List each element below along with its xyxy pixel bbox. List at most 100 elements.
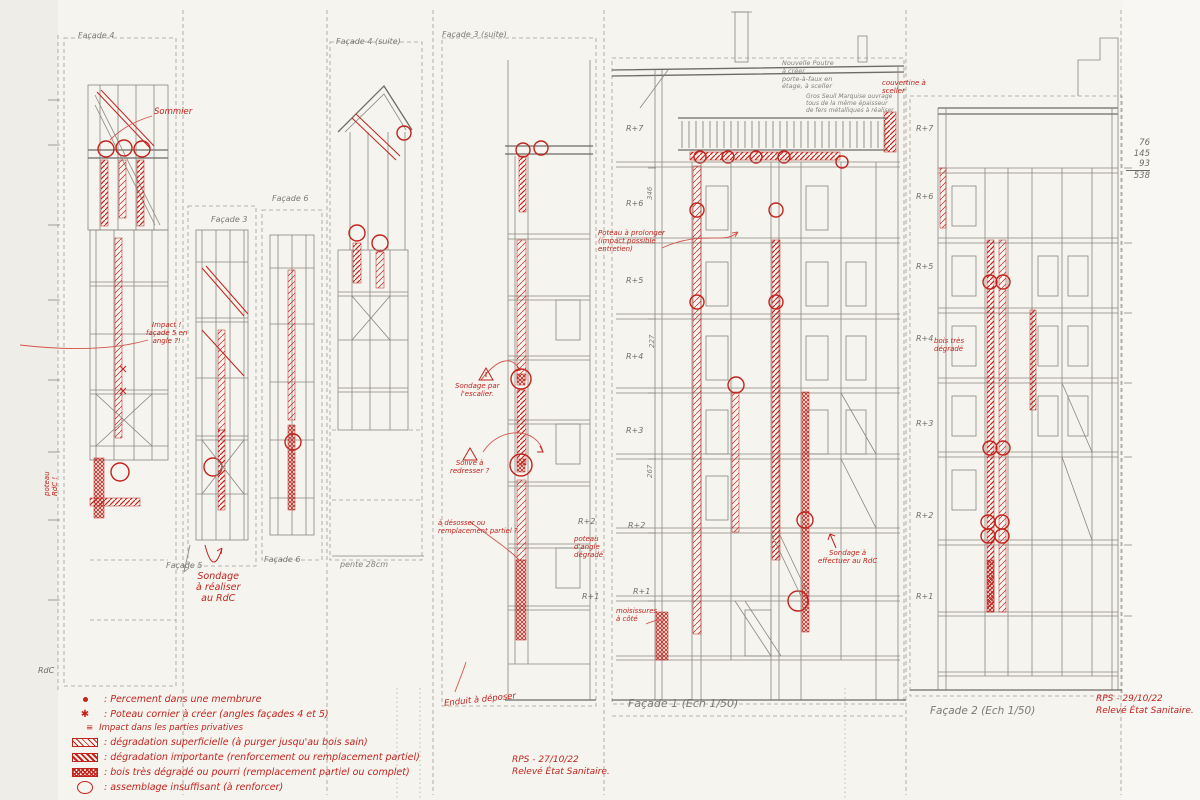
level-label: R+7 (626, 124, 644, 133)
legend-label: : bois très dégradé ou pourri (remplacem… (104, 766, 410, 778)
facade-4-suite-drawing (329, 41, 424, 561)
facade-6-drawing (261, 209, 323, 561)
annotation-line: à côté (616, 614, 638, 623)
asterisk-symbol: ✱ (80, 708, 90, 720)
facade-4-title: Façade 4 (78, 31, 115, 40)
legend-item-degradation-superficielle: : dégradation superficielle (à purger ju… (72, 735, 420, 749)
annotation-sommier: Sommier (154, 107, 193, 118)
annotation-couvertine: couvertine à sceller (882, 79, 926, 96)
stamp-line: Relevé État Sanitaire. (1096, 705, 1194, 716)
annotation-bois-degrade: bois très dégradé (934, 337, 965, 354)
legend-item-bois-degrade: : bois très dégradé ou pourri (remplacem… (72, 765, 420, 779)
facade-2-title: Façade 2 (Ech 1/50) (930, 705, 1036, 717)
note-line: de fers métalliques à réaliser (806, 107, 894, 115)
annotation-line: RdC ! (50, 476, 59, 496)
annotation-impact-angle: Impact ! façade 5 en angle ?! (146, 321, 188, 346)
stamp-line: RPS - 29/10/22 (1096, 694, 1163, 704)
legend-label: : assemblage insuffisant (à renforcer) (104, 781, 284, 793)
legend-item-poteau-cornier: ✱ : Poteau cornier à créer (angles façad… (72, 707, 420, 721)
annotation-line: Impact ! (152, 321, 182, 329)
annotation-line: Poteau à prolonger (598, 229, 665, 237)
legend-item-degradation-importante: : dégradation importante (renforcement o… (72, 750, 420, 764)
note-line: à créer (782, 66, 805, 75)
annotation-line: façade 5 en (146, 328, 188, 337)
pencil-note-poutre: Nouvelle Poutre à créer porte-à-faux en … (782, 59, 834, 91)
calc-line: 538 (1133, 170, 1150, 181)
level-label: R+1 (916, 592, 934, 601)
annotation-line: Sondage à (829, 549, 867, 557)
facade-1-title: Façade 1 (Ech 1/50) (628, 697, 739, 710)
triple-bar-symbol: ≡ (86, 723, 94, 733)
calc-line: 93 (1126, 159, 1150, 171)
note-line: tous de la même épaisseur (806, 100, 888, 108)
level-label-rdc: RdC (38, 666, 55, 675)
annotation-line: redresser ? (450, 466, 490, 475)
facade-2-drawing (909, 37, 1132, 697)
note-line: étage, à sceller (782, 82, 833, 91)
annotation-line: dégradé (574, 550, 604, 559)
dot-symbol (72, 696, 98, 702)
facade-3-suite-drawing (441, 37, 597, 707)
annotation-line: à désosser ou (438, 519, 486, 527)
legend-label: : dégradation importante (renforcement o… (104, 751, 420, 763)
hatch-dense-swatch (72, 767, 98, 777)
annotation-line: dégradé (934, 344, 964, 353)
legend-item-percement: : Percement dans une membrure (72, 692, 420, 706)
level-label: R+3 (626, 426, 644, 435)
level-label: R+5 (916, 262, 934, 271)
level-label: R+2 (628, 521, 646, 530)
pencil-note-pente: pente 28cm (340, 560, 389, 569)
level-label: R+4 (626, 352, 644, 361)
legend-label: : Percement dans une membrure (104, 693, 262, 705)
legend-label: : Poteau cornier à créer (angles façades… (104, 708, 329, 720)
annotation-sondage-escalier: Sondage par l'escalier. (455, 382, 500, 399)
legend-label: : dégradation superficielle (à purger ju… (104, 736, 368, 748)
level-label: R+2 (916, 511, 934, 520)
facade-3-drawing (183, 205, 257, 573)
dimension-label: 267 (646, 464, 654, 478)
annotation-poteau-prolonger: Poteau à prolonger (impact possible entr… (598, 229, 665, 254)
facade-4-suite-title: Façade 4 (suite) (336, 37, 401, 46)
annotation-sondage-rdc-left: Sondage à réaliser au RdC (196, 571, 240, 604)
annotation-poteau-angle: poteau d'angle dégradé (574, 535, 604, 560)
hatch-light-swatch (72, 737, 98, 747)
note-line: Gros Seuil Marquise ouvrage (806, 93, 893, 100)
facade-4-drawing (48, 37, 177, 687)
annotation-line: Solive à (455, 459, 484, 467)
legend-label: Impact dans les parties privatives (99, 723, 244, 733)
calc-line: 76 (1139, 138, 1150, 148)
level-label: R+6 (916, 192, 934, 201)
annotation-line: Sondage (197, 571, 239, 582)
annotation-poteau-rdc: poteau RdC ! (43, 471, 60, 496)
level-label: R+2 (578, 517, 596, 526)
note-line: Nouvelle Poutre (782, 59, 834, 67)
annotation-line: l'escalier. (460, 389, 494, 398)
annotation-desosser: à désosser ou remplacement partiel ? (438, 519, 518, 535)
legend-item-assemblage: : assemblage insuffisant (à renforcer) (72, 780, 420, 794)
level-label: R+1 (582, 592, 600, 601)
annotation-line: au RdC (201, 592, 236, 604)
balustrade (678, 120, 888, 148)
annotation-solive: Solive à redresser ? (450, 459, 490, 476)
annotation-line: bois très (934, 337, 965, 345)
facade-5-title: Façade 5 (166, 561, 203, 570)
facade-3-title: Façade 3 (211, 215, 248, 224)
level-label: R+7 (916, 124, 934, 133)
stamp-line: Relevé État Sanitaire. (512, 766, 610, 777)
facade-3-suite-title: Façade 3 (suite) (442, 30, 507, 39)
annotation-line: entretien) (598, 244, 633, 253)
annotation-line: angle ?! (152, 336, 181, 345)
level-label: R+4 (916, 334, 934, 343)
pencil-calc: 76 145 93 538 (1126, 138, 1150, 182)
red-leaders (19, 115, 837, 625)
annotation-line: Sommier (154, 107, 193, 117)
hatch-medium-swatch (72, 752, 98, 762)
scan-seams (57, 10, 1122, 798)
annotation-line: (impact possible (598, 236, 656, 245)
facade-6-title-top: Façade 6 (272, 194, 309, 203)
annotation-line: d'angle (574, 542, 600, 551)
pencil-note-seuil: Gros Seuil Marquise ouvrage tous de la m… (806, 93, 894, 115)
annotation-line: Sondage par (455, 382, 500, 390)
